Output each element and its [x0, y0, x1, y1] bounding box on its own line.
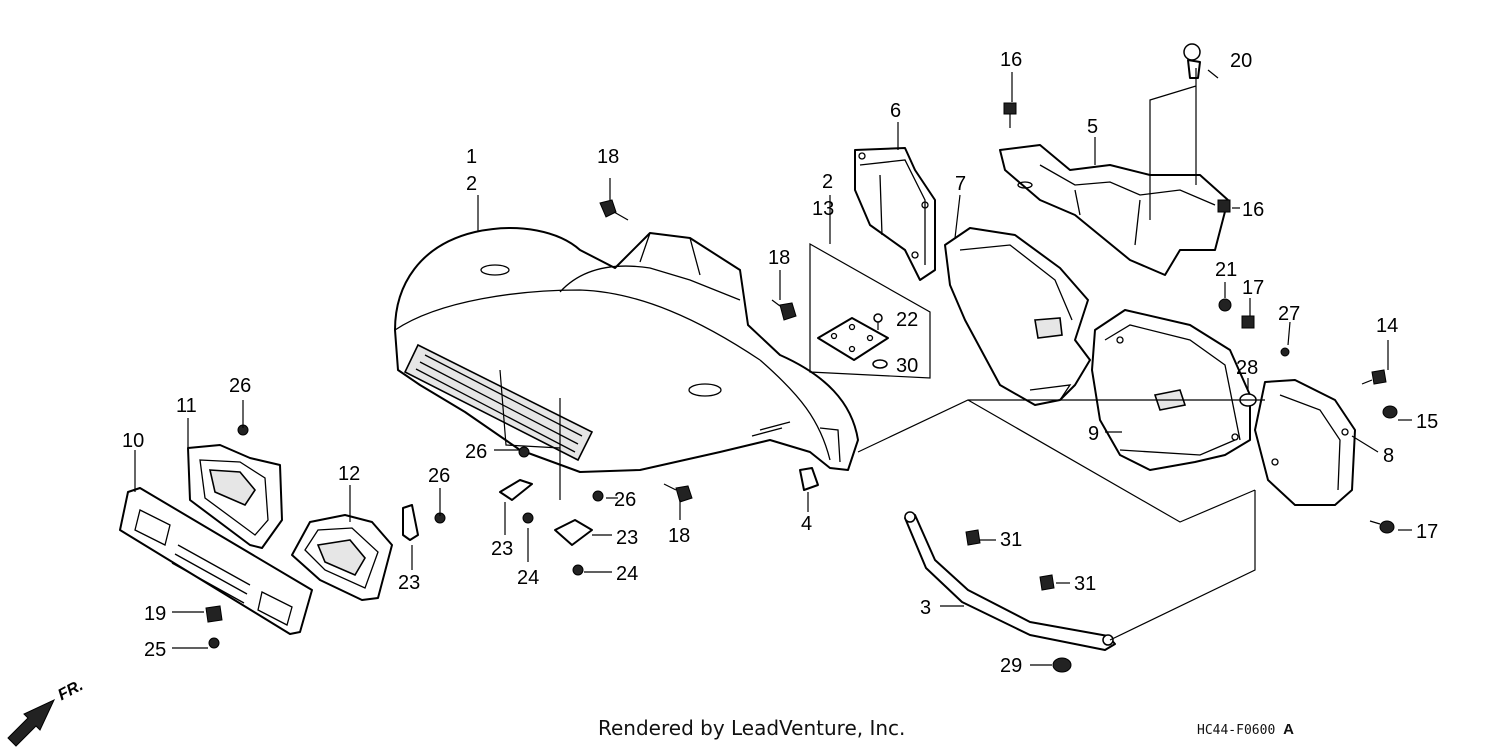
callout-27: 27 [1278, 303, 1300, 325]
screw-27[interactable] [1280, 347, 1290, 357]
bolt-16-right[interactable] [1217, 199, 1231, 213]
clamp-20[interactable] [1183, 43, 1201, 79]
nut-21[interactable] [1218, 298, 1232, 312]
callout-24-a: 24 [517, 567, 539, 589]
screw-26-c[interactable] [518, 446, 530, 458]
callout-23-b: 23 [491, 538, 513, 560]
callout-26-d: 26 [614, 489, 636, 511]
callout-16-right: 16 [1242, 199, 1264, 221]
callout-21: 21 [1215, 259, 1237, 281]
callout-31-upper: 31 [1000, 529, 1022, 551]
screw-22[interactable] [873, 313, 883, 330]
callout-12: 12 [338, 463, 360, 485]
bolt-17-upper[interactable] [1241, 315, 1255, 329]
kit-bracket-13 [809, 242, 931, 379]
callout-18-lower: 18 [668, 525, 690, 547]
leader-lines [134, 68, 1412, 666]
diagram-code-text: HC44-F0600 [1197, 723, 1276, 738]
callout-26-b: 26 [428, 465, 450, 487]
inner-panel[interactable] [944, 227, 1091, 406]
callout-30: 30 [896, 355, 918, 377]
diagram-code-suffix: A [1283, 721, 1294, 738]
front-direction-arrow-icon [7, 698, 56, 747]
band-23c[interactable] [554, 519, 593, 546]
callout-17-lower: 17 [1416, 521, 1438, 543]
bolt-18-lower[interactable] [663, 483, 693, 503]
bolt-18-upper[interactable] [599, 199, 629, 221]
nut-29[interactable] [1052, 657, 1072, 673]
callout-17-upper: 17 [1242, 277, 1264, 299]
screw-25[interactable] [208, 637, 220, 649]
headlight-housing-right[interactable] [291, 514, 393, 601]
clip-4[interactable] [799, 467, 819, 491]
callout-16-upper: 16 [1000, 49, 1022, 71]
callout-2-fender: 2 [466, 173, 477, 195]
callout-31-lower: 31 [1074, 573, 1096, 595]
side-panel-upper[interactable] [854, 147, 936, 281]
callout-2-kit: 2 [822, 171, 833, 193]
callout-7: 7 [955, 173, 966, 195]
callout-25: 25 [144, 639, 166, 661]
nut-15[interactable] [1382, 405, 1398, 419]
callout-23-c: 23 [616, 527, 638, 549]
callout-18-mid: 18 [768, 247, 790, 269]
callout-24-b: 24 [616, 563, 638, 585]
callout-11: 11 [176, 395, 197, 417]
washer-30[interactable] [872, 359, 888, 369]
callout-5: 5 [1087, 116, 1098, 138]
setting-plate[interactable] [817, 317, 889, 361]
callout-13: 13 [812, 198, 834, 220]
screw-26-d[interactable] [592, 490, 604, 502]
front-fender[interactable] [394, 227, 859, 473]
band-23b[interactable] [499, 479, 533, 501]
callout-26-a: 26 [229, 375, 251, 397]
callout-10: 10 [122, 430, 144, 452]
callout-28: 28 [1236, 357, 1258, 379]
callout-8: 8 [1383, 445, 1394, 467]
screw-24-b[interactable] [572, 564, 584, 576]
callout-1: 1 [466, 146, 477, 168]
callout-14: 14 [1376, 315, 1398, 337]
callout-9: 9 [1088, 423, 1099, 445]
callout-15: 15 [1416, 411, 1438, 433]
clip-31-lower[interactable] [1039, 574, 1055, 591]
callout-29: 29 [1000, 655, 1022, 677]
side-panel-lower[interactable] [1254, 379, 1356, 506]
render-credit: Rendered by LeadVenture, Inc. [598, 716, 906, 740]
callout-18-upper: 18 [597, 146, 619, 168]
bolt-16-upper[interactable] [1003, 102, 1017, 128]
clip-23a[interactable] [402, 504, 419, 541]
callout-3: 3 [920, 597, 931, 619]
bolt-18-mid[interactable] [771, 299, 797, 321]
diagram-code: HC44-F0600 A [1197, 721, 1294, 738]
callout-4: 4 [801, 513, 812, 535]
callout-22: 22 [896, 309, 918, 331]
screw-24-a[interactable] [522, 512, 534, 524]
bolt-17-lower[interactable] [1369, 520, 1395, 534]
clip-31-upper[interactable] [965, 529, 981, 546]
callout-23-a: 23 [398, 572, 420, 594]
callout-19: 19 [144, 603, 166, 625]
callout-20: 20 [1230, 50, 1252, 72]
headlight-housing-left[interactable] [187, 444, 283, 549]
callout-labels: 1 2 2 13 6 7 5 16 16 20 21 17 27 28 14 1… [122, 49, 1438, 677]
callout-6: 6 [890, 100, 901, 122]
front-grille[interactable] [119, 487, 313, 635]
callout-26-c: 26 [465, 441, 487, 463]
stay-bar[interactable] [904, 511, 1116, 651]
lower-inner-cover[interactable] [1091, 309, 1251, 471]
top-cover[interactable] [999, 144, 1229, 276]
nut-19[interactable] [205, 605, 223, 623]
bolt-14[interactable] [1361, 369, 1387, 385]
